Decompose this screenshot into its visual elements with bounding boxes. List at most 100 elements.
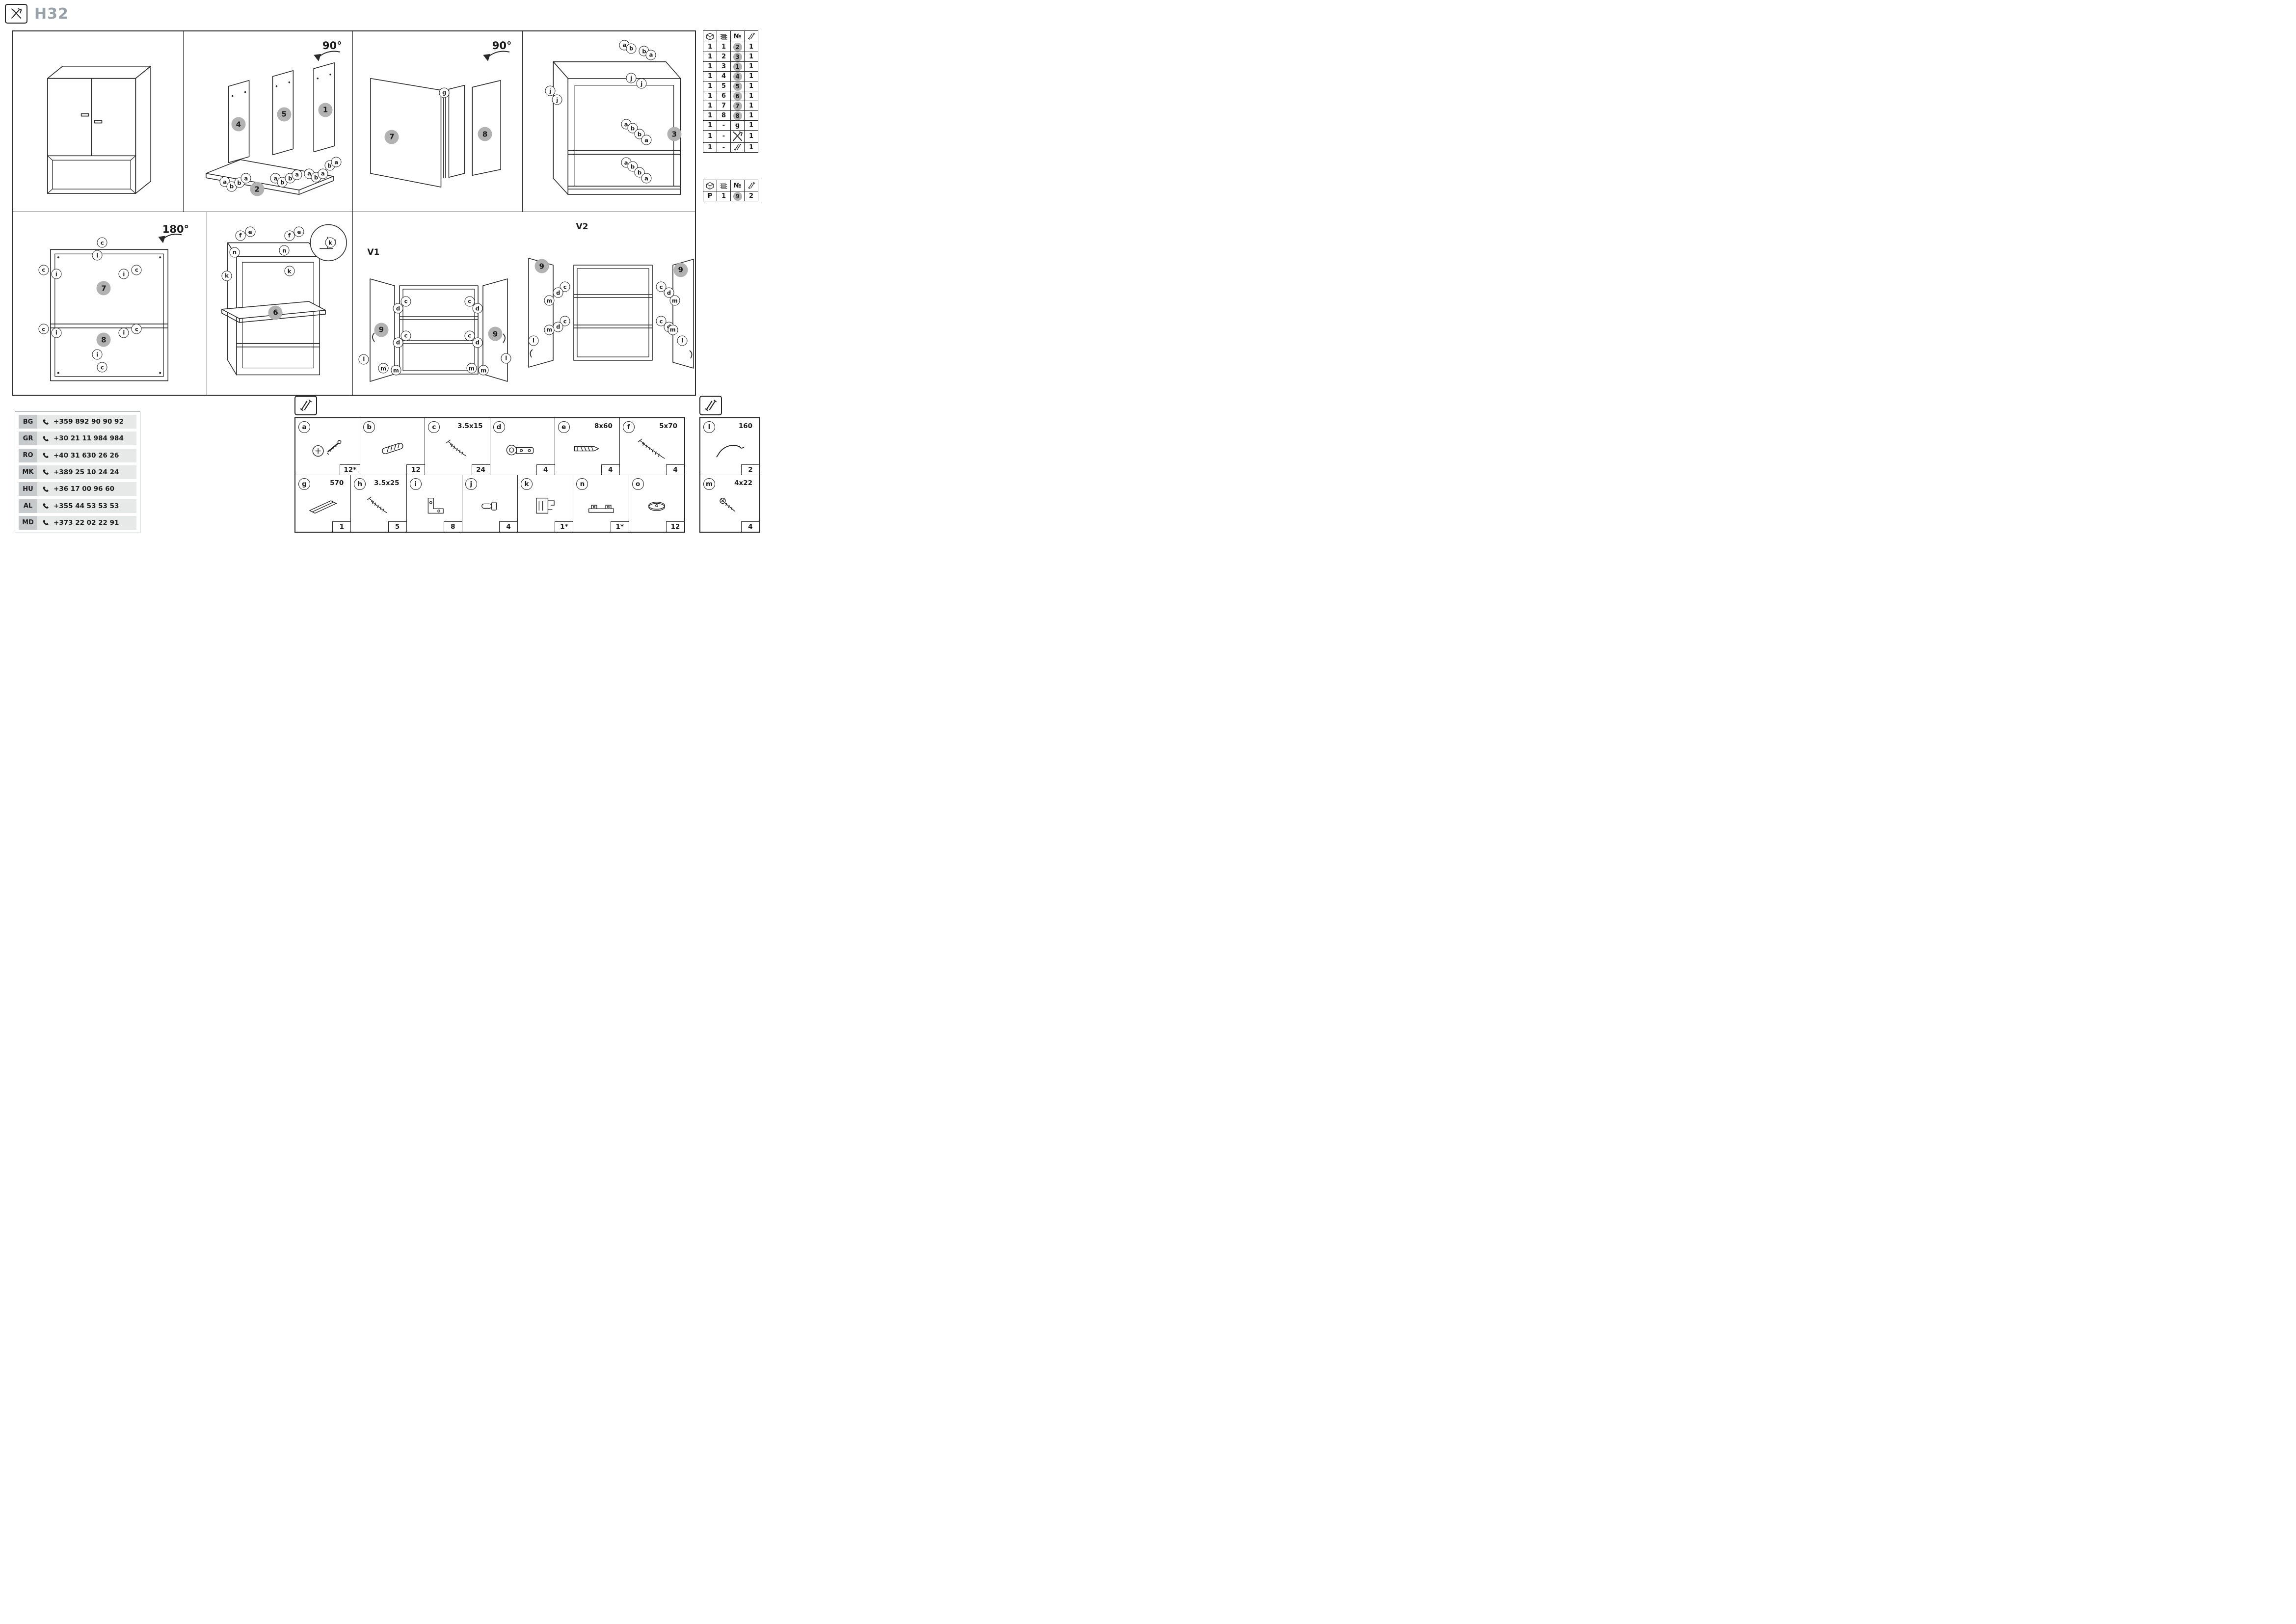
inventory-cell: № [730,180,745,191]
phone-row-AL: AL+355 44 53 53 53 [19,499,136,513]
hardware-marker-m: m [667,325,678,335]
hardware-marker-a: a [641,135,652,145]
hardware-marker-i: i [118,269,129,279]
panels-icon [717,30,731,42]
hardware-marker-i: i [51,327,62,338]
inventory-cell: 1 [744,130,758,143]
phone-number: +359 892 90 90 92 [53,418,124,426]
small-screw-icon [711,493,748,520]
hardware-marker-c: c [131,265,142,275]
part-number-circle: 9 [730,191,745,201]
inventory-cell: 1 [744,42,758,52]
hardware-marker-c: c [97,237,107,248]
annotation-90°: 90° [322,40,342,52]
country-code: AL [19,499,37,513]
hardware-marker-f: f [235,230,246,241]
inventory-row: 1-1 [703,130,758,143]
hardware-size: 3.5x25 [374,479,400,487]
bracket-icon [416,493,453,520]
hardware-marker-l: l [501,353,511,364]
inventory-cell: - [717,120,731,131]
phone-icon [42,435,50,442]
hardware-marker-d: d [472,337,483,348]
hardware-letter: j [465,478,477,490]
hardware-marker-m: m [391,365,401,376]
part-number-circle: 7 [730,101,745,111]
hardware-marker-c: c [464,330,475,341]
step-marker-9: 9 [673,263,688,277]
inventory-cell: 1 [703,42,717,52]
step-marker-1: 1 [318,103,333,117]
annotation-V1: V1 [367,247,380,257]
hardware-size: 4x22 [734,479,752,487]
hardware-marker-c: c [400,330,411,341]
hardware-qty: 4 [499,521,518,532]
hardware-qty: 12 [666,521,684,532]
inventory-header-row: № [703,30,758,42]
panels-icon [717,180,731,191]
inventory-cell: 5 [717,81,731,91]
panel-step-doors-variants: V1V29cdcdmml9cdcdmml9cdcdmml9cdcdmml [353,212,695,395]
step-marker-6: 6 [268,305,283,320]
inventory-cell: 4 [717,71,731,81]
hardware-letter: d [493,421,505,433]
phone-row-MK: MK+389 25 10 24 24 [19,465,136,479]
phone-row-MD: MD+373 22 02 22 91 [19,515,136,530]
hardware-marker-m: m [544,295,555,306]
inventory-cell: 1 [744,101,758,111]
hardware-marker-a: a [331,157,342,167]
tools-icon [730,130,745,143]
inventory-cell: - [717,130,731,143]
inventory-cell: 1 [703,71,717,81]
hardware-marker-n: n [229,247,240,258]
hardware-letter: c [428,421,440,433]
inventory-cell: 1 [703,61,717,72]
base-assembly-drawing [206,51,341,195]
hardware-marker-e: e [245,226,256,237]
step-marker-8: 8 [96,332,111,347]
phone-row-GR: GR+30 21 11 984 984 [19,432,136,446]
screw-icon [360,493,397,520]
inventory-cell: 1 [744,71,758,81]
phone-row-HU: HU+36 17 00 96 60 [19,482,136,496]
hardware-qty: 24 [471,464,490,475]
step-marker-7: 7 [384,130,399,144]
step-marker-8: 8 [478,127,492,141]
part-number-circle: 6 [730,91,745,101]
shelf-pin-icon [471,493,508,520]
hardware-size: 160 [738,422,752,430]
carcass-drawing [553,61,681,195]
step-marker-9: 9 [374,323,389,337]
inventory-cell: 1 [703,91,717,101]
handle-icon [711,436,748,463]
step-marker-2: 2 [250,182,265,196]
inventory-cell: 1 [703,120,717,131]
hardware-marker-l: l [677,335,688,346]
inventory-cell: 1 [703,142,717,153]
hardware-marker-m: m [466,363,477,374]
inventory-cell: 1 [703,110,717,121]
hardware-marker-b: b [626,43,637,54]
phone-number: +30 21 11 984 984 [53,434,124,443]
step-marker-3: 3 [667,127,682,141]
inventory-cell: 1 [744,52,758,62]
phone-icon [42,486,50,493]
package-icon [703,180,717,191]
hardware-marker-c: c [38,265,49,275]
hardware-qty: 1* [610,521,629,532]
hardware-qty: 4 [536,464,555,475]
